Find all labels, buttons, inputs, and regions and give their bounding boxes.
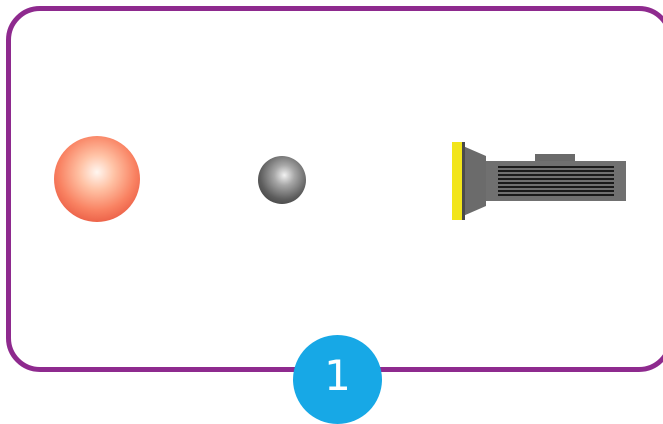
flashlight-switch (535, 154, 575, 162)
flashlight-head (463, 146, 486, 216)
large-red-ball-icon (54, 136, 140, 222)
step-number-badge: 1 (293, 335, 382, 424)
small-dark-ball-icon (258, 156, 306, 204)
flashlight-icon (450, 142, 630, 222)
